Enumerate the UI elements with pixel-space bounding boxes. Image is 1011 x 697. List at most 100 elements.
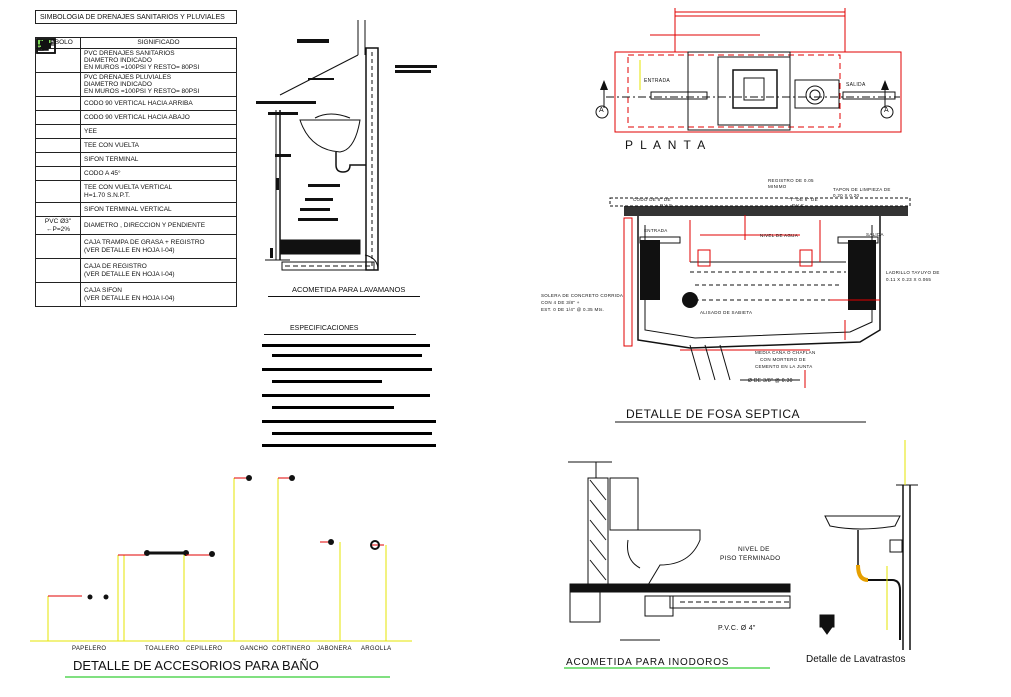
accesorios-drawing <box>30 475 412 678</box>
planta-title: P L A N T A <box>625 138 708 152</box>
lavatrastos-drawing <box>819 440 918 650</box>
legend-row: CODO 90 VERTICAL HACIA ARRIBA <box>35 38 237 111</box>
fosa-registro2-label: MINIMO <box>768 184 787 189</box>
legend-meaning-line: CAJA DE REGISTRO <box>84 263 147 271</box>
spec-line <box>262 344 430 347</box>
legend-meaning: CAJA TRAMPA DE GRASA + REGISTRO(VER DETA… <box>80 234 237 259</box>
legend-meaning-line: CODO 90 VERTICAL HACIA ABAJO <box>84 113 190 121</box>
legend-meaning-line: DIAMETRO INDICADO <box>84 56 152 64</box>
lavamanos-underline <box>268 296 420 297</box>
spec-line <box>262 368 432 371</box>
fosa-solera3-label: EST. 0 DE 1/4" @ 0.35 Mts. <box>541 307 605 312</box>
fosa-tapon-label: TAPON DE LIMPIEZA DE <box>833 187 891 192</box>
fosa-media-label: MEDIA CAÑA O CHAFLAN <box>755 350 816 355</box>
legend-meaning-line: SIFON TERMINAL <box>84 155 139 163</box>
legend-meaning-line: TEE CON VUELTA <box>84 141 140 149</box>
fosa-alisado-label: ALISADO DE SABIETA <box>700 310 753 315</box>
specs-underline <box>264 334 416 335</box>
legend-meaning-line: DIAMETRO , DIRECCION Y PENDIENTE <box>84 221 206 229</box>
inodoro-nivel-label: NIVEL DE <box>738 546 770 553</box>
legend-meaning-line: CAJA SIFON <box>84 287 122 295</box>
spec-line <box>272 380 382 383</box>
lavamanos-title: ACOMETIDA PARA LAVAMANOS <box>292 285 406 294</box>
legend-meaning-line: EN MUROS =100PSI Y RESTO= 80PSI <box>84 88 200 96</box>
spec-line <box>262 444 436 447</box>
accesorio-label-3: GANCHO <box>240 646 269 652</box>
fosa-solera-label: SOLERA DE CONCRETO CORRIDA <box>541 293 624 298</box>
axis-label-left: A <box>599 107 604 114</box>
fosa-codo-label: CODO DE 6" DE <box>633 197 671 202</box>
siphon-box-icon <box>35 37 81 307</box>
fosa-ladrillo-label: LADRILLO TAYUYO DE <box>886 270 940 275</box>
legend-row: PVC Ø3"←P=2% DIAMETRO , DIRECCION Y PENDI… <box>35 216 237 235</box>
fosa-solera2-label: CON 4 DE 3/8" + <box>541 300 580 305</box>
legend-meaning-line: CODO 90 VERTICAL HACIA ARRIBA <box>84 99 193 107</box>
legend-meaning-line: (VER DETALLE EN HOJA I-04) <box>84 270 175 278</box>
specs-title: ESPECIFICACIONES <box>290 325 359 332</box>
accesorio-label-0: PAPELERO <box>72 646 107 652</box>
axis-label-right: A <box>884 107 889 114</box>
legend-title: SIMBOLOGIA DE DRENAJES SANITARIOS Y PLUV… <box>35 10 237 24</box>
legend-row: SIFON TERMINAL <box>35 40 237 167</box>
spec-line <box>272 406 394 409</box>
lavamanos-drawing <box>265 20 379 271</box>
inodoro-drawing <box>564 461 791 669</box>
legend-meaning-line: SIFON TERMINAL VERTICAL <box>84 205 172 213</box>
register-box-icon <box>35 37 81 283</box>
spec-line <box>262 420 436 423</box>
legend-meaning-line: TEE CON VUELTA VERTICAL <box>84 184 173 192</box>
fosa-entrada-label: ENTRADA <box>644 228 668 233</box>
accesorio-label-1: TOALLERO <box>145 646 180 652</box>
fosa-salida-label: SALIDA <box>866 232 884 237</box>
legend-symbol-text: PVC Ø3" <box>44 218 72 226</box>
fosa-title: DETALLE DE FOSA SEPTICA <box>626 407 800 421</box>
legend-row: SIFON TERMINAL VERTICAL <box>35 38 237 217</box>
lavatrastos-title: Detalle de Lavatrastos <box>806 654 906 665</box>
planta-drawing <box>595 8 902 133</box>
legend-symbol-text: ←P=2% <box>45 225 71 233</box>
accesorio-label-6: ARGOLLA <box>361 646 392 652</box>
planta-salida-label: SALIDA <box>846 82 866 88</box>
fosa-nivel-label: NIVEL DE AGUA <box>760 233 798 238</box>
planta-entrada-label: ENTRADA <box>644 78 670 84</box>
inodoro-title: ACOMETIDA PARA INODOROS <box>566 657 730 668</box>
legend-meaning-line: PVC DRENAJES SANITARIOS <box>84 49 175 57</box>
legend-meaning: CAJA SIFON(VER DETALLE EN HOJA I-04) <box>80 282 237 307</box>
fosa-codo2-label: P.V.C. <box>660 203 674 208</box>
legend-row: CAJA TRAMPA DE GRASA + REGISTRO(VER DETA… <box>35 37 237 259</box>
accesorios-title: DETALLE DE ACCESORIOS PARA BAÑO <box>73 658 319 673</box>
accesorio-label-2: CEPILLERO <box>186 646 223 652</box>
fosa-varilla-label: Ø DE 3/8" @ 0.30 <box>748 378 793 384</box>
fosa-media3-label: CEMENTO EN LA JUNTA <box>755 364 813 369</box>
legend-meaning-line: CODO A 45° <box>84 169 121 177</box>
legend-table: SIMBOLO SIGNIFICADO PVC DRENAJES SANITAR… <box>35 37 237 307</box>
fosa-t2-label: P.V.C <box>792 203 805 208</box>
accesorio-label-4: CORTINERO <box>272 646 311 652</box>
legend-meaning-line: PVC DRENAJES PLUVIALES <box>84 73 172 81</box>
legend-row: CAJA SIFON(VER DETALLE EN HOJA I-04) <box>35 37 237 307</box>
accesorio-label-5: JABONERA <box>317 646 352 652</box>
legend-meaning-line: H=1.70 S.N.P.T. <box>84 191 130 199</box>
legend-meaning-line: (VER DETALLE EN HOJA I-04) <box>84 294 175 302</box>
fosa-media2-label: CON MORTERO DE <box>760 357 806 362</box>
inodoro-piso-label: PISO TERMINADO <box>720 555 781 562</box>
spec-line <box>272 354 422 357</box>
fosa-ladrillo2-label: 0.11 X 0.23 X 0.065 <box>886 277 932 282</box>
legend-meaning-line: YEE <box>84 127 98 135</box>
legend-meaning-line: EN MUROS =100PSI Y RESTO= 80PSI <box>84 64 200 72</box>
spec-line <box>262 394 430 397</box>
spec-line <box>272 432 432 435</box>
fosa-t-label: "T" DE 6" DE <box>788 197 818 202</box>
fosa-tapon2-label: 0.20 X 0.20 <box>833 193 860 198</box>
fosa-registro-label: REGISTRO DE 0.05 <box>768 178 814 183</box>
legend-meaning-line: (VER DETALLE EN HOJA I-04) <box>84 246 175 254</box>
fosa-drawing <box>609 197 911 423</box>
inodoro-pvc-label: P.V.C. Ø 4" <box>718 625 756 632</box>
legend-meaning-line: DIAMETRO INDICADO <box>84 80 152 88</box>
legend-meaning-line: CAJA TRAMPA DE GRASA + REGISTRO <box>84 239 205 247</box>
